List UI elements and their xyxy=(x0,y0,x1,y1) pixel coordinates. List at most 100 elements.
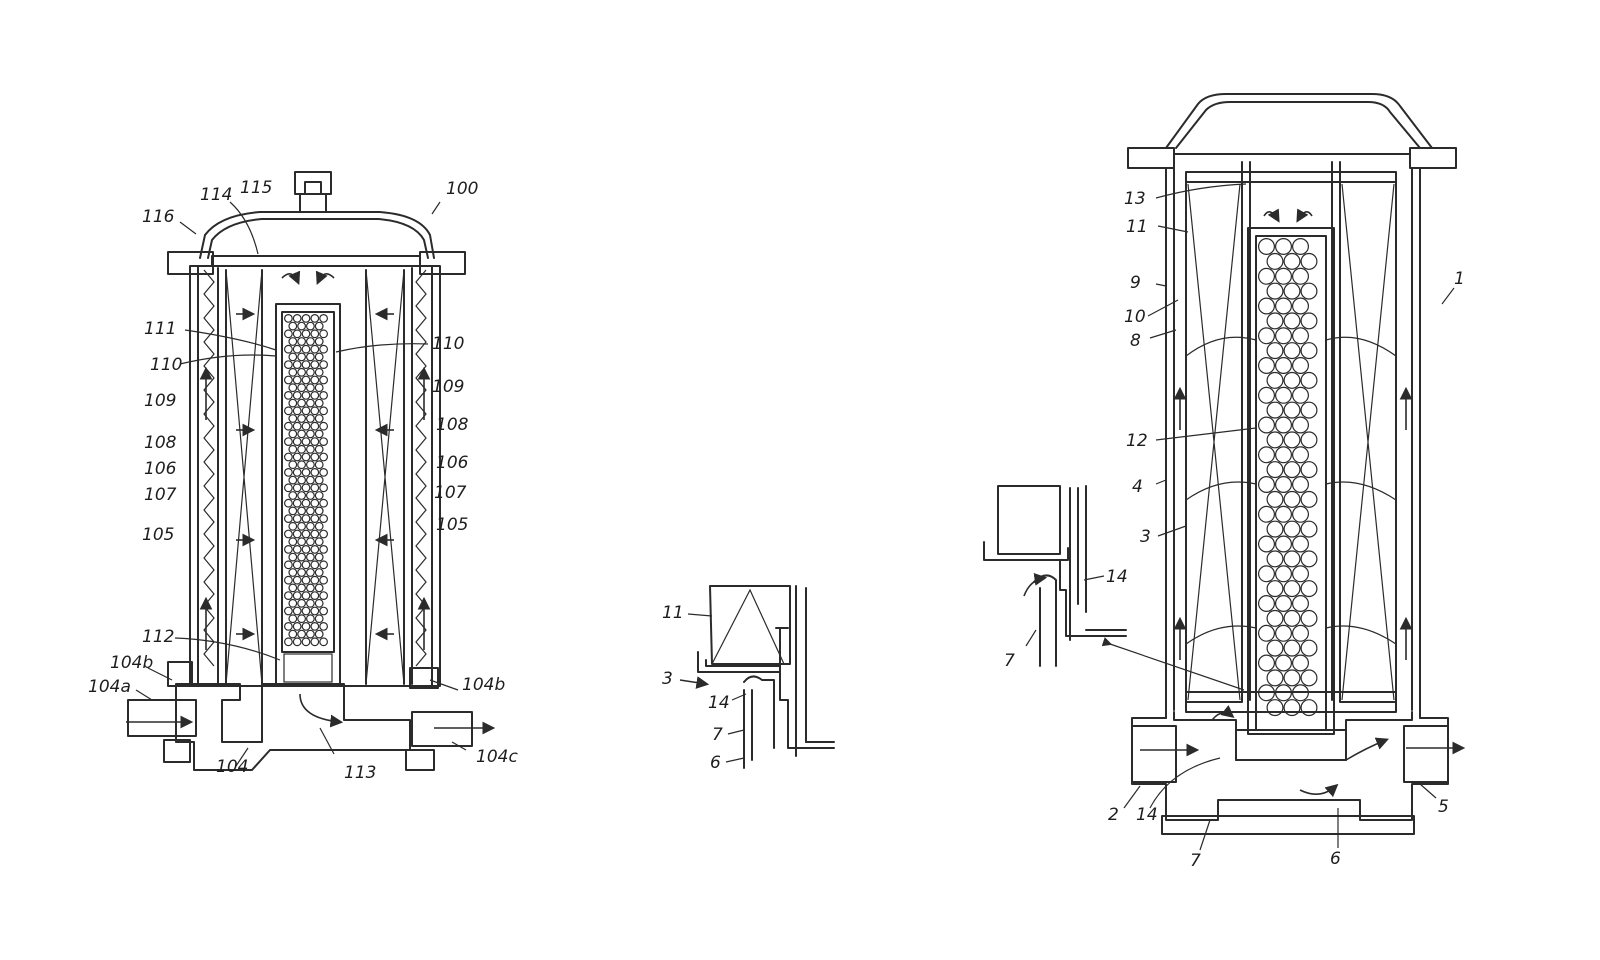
label-116: 116 xyxy=(142,207,175,227)
media-ball xyxy=(319,483,329,493)
label-106-right: 106 xyxy=(436,453,469,473)
media-ball xyxy=(1291,505,1309,523)
media-ball xyxy=(292,437,302,447)
media-ball xyxy=(288,352,298,362)
media-ball xyxy=(314,398,324,408)
media-ball xyxy=(301,391,311,400)
media-ball xyxy=(1300,669,1318,687)
media-ball xyxy=(1274,565,1292,583)
media-ball xyxy=(301,637,311,647)
media-ball xyxy=(1291,624,1309,642)
media-ball xyxy=(314,444,324,454)
media-ball xyxy=(288,521,298,531)
media-ball xyxy=(292,545,302,554)
media-ball xyxy=(1291,535,1309,553)
label-7-right: 7 xyxy=(1190,851,1201,871)
media-ball xyxy=(284,375,293,385)
media-ball xyxy=(284,498,293,508)
media-ball xyxy=(1266,252,1284,270)
label-3-right: 3 xyxy=(1140,527,1151,547)
media-ball xyxy=(297,444,307,454)
left-filter-assembly: 100 114 115 116 111 110 110 109 109 108 … xyxy=(88,171,518,783)
media-ball xyxy=(310,329,320,339)
media-ball xyxy=(288,491,298,500)
right-ball-media xyxy=(1257,238,1318,717)
media-ball xyxy=(306,460,315,470)
label-104c: 104c xyxy=(476,747,518,767)
label-11-right: 11 xyxy=(1126,217,1148,237)
media-ball xyxy=(297,521,307,531)
label-109-right: 109 xyxy=(432,377,464,397)
media-ball xyxy=(306,398,315,408)
media-ball xyxy=(319,622,329,631)
media-ball xyxy=(301,406,311,416)
media-ball xyxy=(1274,505,1292,523)
media-ball xyxy=(1300,490,1318,508)
media-ball xyxy=(1274,594,1292,612)
media-ball xyxy=(1266,312,1284,330)
label-1: 1 xyxy=(1454,269,1465,289)
label-115: 115 xyxy=(240,178,272,198)
media-ball xyxy=(1283,342,1301,360)
media-ball xyxy=(292,406,302,416)
media-ball xyxy=(297,429,307,439)
media-ball xyxy=(1274,386,1292,404)
media-ball xyxy=(301,452,311,462)
media-ball xyxy=(301,421,311,431)
label-104a: 104a xyxy=(88,677,131,697)
media-ball xyxy=(1283,282,1301,300)
media-ball xyxy=(306,414,315,423)
media-ball xyxy=(1257,654,1275,672)
label-5: 5 xyxy=(1438,797,1449,817)
media-ball xyxy=(288,398,298,408)
media-ball xyxy=(1283,669,1301,687)
media-ball xyxy=(1266,282,1284,300)
media-ball xyxy=(1283,639,1301,657)
media-ball xyxy=(297,552,307,562)
label-105-left: 105 xyxy=(142,525,174,545)
media-ball xyxy=(1274,267,1292,285)
media-ball xyxy=(1300,282,1318,300)
media-ball xyxy=(314,429,324,439)
media-ball xyxy=(310,575,320,585)
media-ball xyxy=(1266,401,1284,419)
media-ball xyxy=(319,375,329,385)
media-ball xyxy=(306,568,315,577)
label-106-left: 106 xyxy=(144,459,177,479)
media-ball xyxy=(288,614,298,624)
label-9: 9 xyxy=(1130,273,1141,293)
media-ball xyxy=(314,506,324,516)
media-ball xyxy=(1274,476,1292,494)
media-ball xyxy=(314,414,324,423)
media-ball xyxy=(1291,416,1309,434)
media-ball xyxy=(288,429,298,439)
media-ball xyxy=(306,367,315,377)
media-ball xyxy=(301,606,311,616)
media-ball xyxy=(301,560,311,570)
media-ball xyxy=(1300,252,1318,270)
label-110-right: 110 xyxy=(432,334,464,354)
label-6-right: 6 xyxy=(1330,849,1341,869)
media-ball xyxy=(288,598,298,608)
media-ball xyxy=(314,352,324,362)
media-ball xyxy=(292,637,302,647)
media-ball xyxy=(314,568,324,577)
media-ball xyxy=(1257,297,1275,315)
label-12: 12 xyxy=(1126,431,1148,451)
media-ball xyxy=(319,591,329,600)
media-ball xyxy=(288,568,298,577)
media-ball xyxy=(1274,654,1292,672)
media-ball xyxy=(1283,461,1301,479)
media-ball xyxy=(1266,371,1284,389)
media-ball xyxy=(1257,565,1275,583)
media-ball xyxy=(301,329,311,339)
media-ball xyxy=(306,444,315,454)
media-ball xyxy=(292,483,302,493)
media-ball xyxy=(284,514,293,523)
media-ball xyxy=(1291,327,1309,345)
media-ball xyxy=(301,591,311,600)
media-ball xyxy=(292,575,302,585)
media-ball xyxy=(301,622,311,631)
media-ball xyxy=(1266,461,1284,479)
media-ball xyxy=(1274,416,1292,434)
